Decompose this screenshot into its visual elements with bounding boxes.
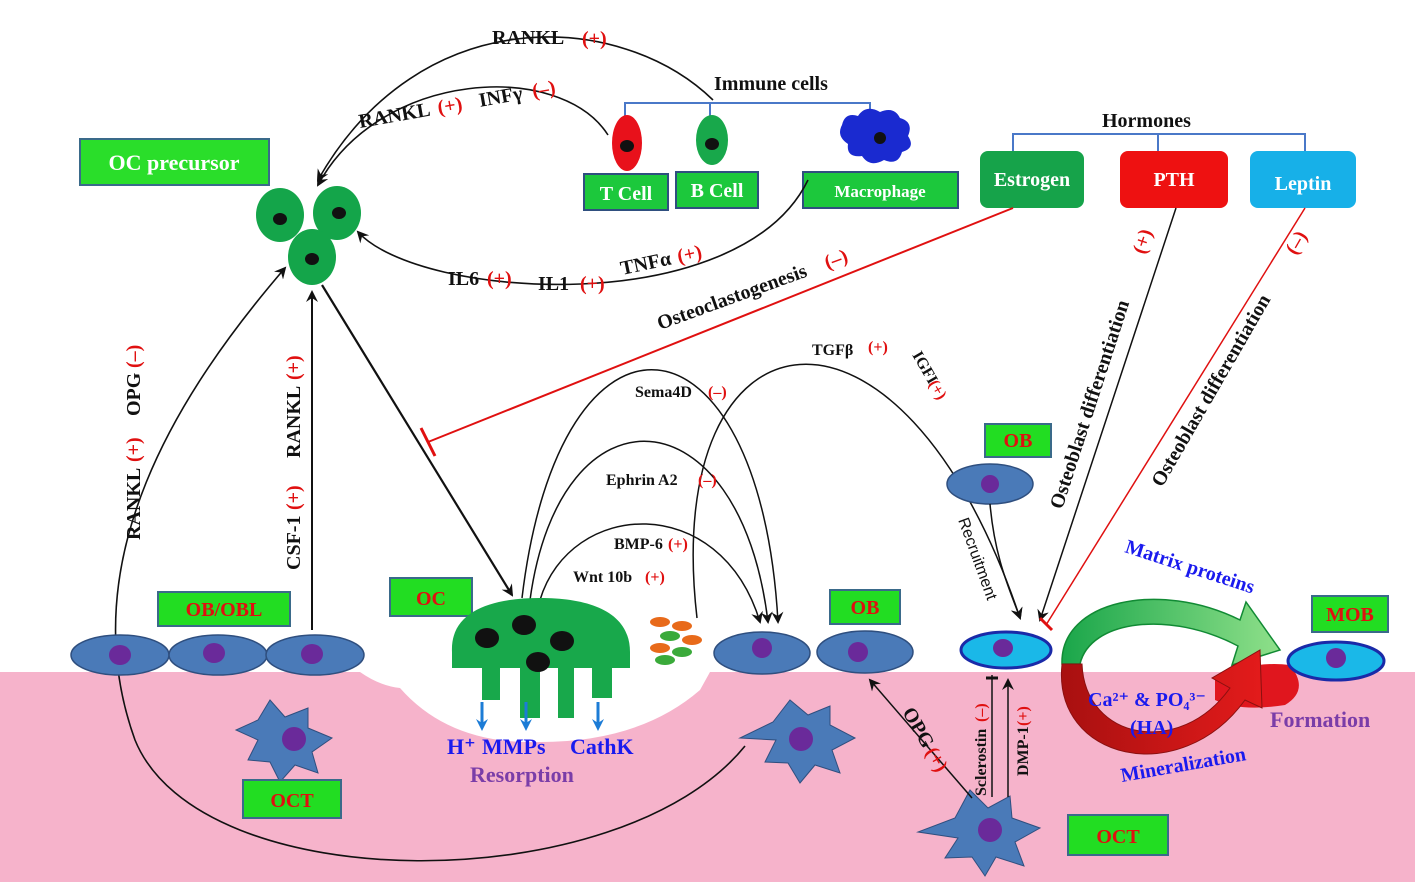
b-cell: B Cell: [675, 115, 759, 209]
wnt10b-sign: (+): [645, 569, 665, 586]
rankl-left-sign: (+): [123, 437, 145, 462]
ob-top-cell: OB: [946, 423, 1052, 505]
immune-cells-title: Immune cells: [714, 73, 828, 95]
estrogen-label: Estrogen: [994, 169, 1070, 191]
ob-diff-leptin-sign: (–): [1281, 227, 1312, 258]
tgfb-label: TGFβ: [812, 342, 853, 359]
ob-diff-leptin-label: Osteoblast differentiation: [1147, 291, 1275, 491]
opg-left-sign: (–): [123, 345, 145, 368]
rankl-mid-label: RANKL: [357, 99, 432, 133]
rankl-top-sign: (+): [582, 28, 607, 50]
resorption-label: Resorption: [470, 762, 574, 787]
matrix-proteins-label: Matrix proteins: [1122, 536, 1257, 599]
ob-mid-cells: OB: [713, 589, 914, 675]
mob-label: MOB: [1326, 604, 1374, 626]
osteoclastogenesis-label: Osteoclastogenesis: [654, 260, 810, 335]
pth-box: PTH: [1120, 151, 1228, 208]
h-plus-label: H⁺: [447, 734, 476, 759]
osteocyte-left: OCT: [234, 699, 342, 819]
oct-left-label: OCT: [270, 790, 314, 812]
ob-diff-pth-sign: (+): [1129, 226, 1158, 256]
tnfa-sign: (+): [675, 241, 704, 268]
bmp6-sign: (+): [668, 536, 688, 553]
mature-osteoblast: MOB: [1286, 595, 1389, 682]
ob-mid-label: OB: [851, 597, 880, 619]
growth-factor-granules: [650, 617, 702, 665]
sclerostin-label: Sclerostin: [973, 729, 990, 796]
osteoclastogenesis-sign: (–): [821, 245, 850, 274]
tnfa-label: TNFα: [618, 248, 673, 280]
oct-right-label: OCT: [1096, 826, 1140, 848]
b-cell-label: B Cell: [691, 180, 744, 202]
il1-label: IL1: [538, 273, 569, 295]
oc-label: OC: [416, 588, 446, 610]
immune-cells-group: Immune cells: [624, 73, 871, 120]
il6-label: IL6: [448, 268, 479, 290]
leptin-label: Leptin: [1275, 173, 1332, 195]
hormones-title: Hormones: [1102, 110, 1191, 132]
opg-left-label: OPG: [123, 372, 145, 416]
bone-matrix: [0, 672, 1415, 882]
osteocyte-mid: [738, 699, 857, 784]
sema4d-label: Sema4D: [635, 384, 692, 401]
rankl-csf-sign: (+): [283, 355, 305, 380]
macrophage-label: Macrophage: [834, 182, 926, 201]
wnt10b-label: Wnt 10b: [573, 569, 632, 586]
sclerostin-sign: (–): [973, 703, 990, 722]
rankl-left-label: RANKL: [123, 468, 145, 540]
ca-po4-label: Ca²⁺ & PO₄³⁻: [1088, 689, 1206, 711]
dmp1-label: DMP-1: [1015, 726, 1032, 776]
mmps-label: MMPs: [482, 734, 546, 759]
cathk-label: CathK: [570, 734, 634, 759]
leptin-box: Leptin: [1250, 151, 1356, 208]
dmp1-sign: (+): [1015, 706, 1032, 726]
estrogen-box: Estrogen: [980, 151, 1084, 208]
ephrin-sign: (–): [698, 472, 717, 489]
formation-label: Formation: [1270, 707, 1370, 732]
pth-label: PTH: [1153, 169, 1195, 191]
bmp6-label: BMP-6: [614, 536, 663, 553]
rankl-top-label: RANKL: [492, 27, 564, 49]
macrophage: Macrophage: [802, 108, 959, 209]
il6-sign: (+): [487, 268, 512, 290]
oc-precursor: OC precursor: [79, 138, 361, 285]
hormones-group: Hormones: [1012, 110, 1306, 152]
t-cell: T Cell: [583, 115, 669, 211]
ephrin-label: Ephrin A2: [606, 472, 678, 489]
tgfb-sign: (+): [868, 339, 888, 356]
infy-sign: (–): [530, 77, 557, 103]
rankl-csf-label: RANKL: [283, 386, 305, 458]
csf1-sign: (+): [283, 485, 305, 510]
sema4d-sign: (–): [708, 384, 727, 401]
ob-top-label: OB: [1004, 430, 1033, 452]
oc-precursor-label: OC precursor: [109, 150, 240, 175]
il1-sign: (+): [580, 273, 605, 295]
osteoclast: OC: [389, 577, 630, 731]
csf1-label: CSF-1: [283, 516, 305, 570]
rankl-mid-sign: (+): [436, 93, 464, 119]
ha-label: (HA): [1130, 717, 1173, 739]
osteocyte-right: OCT: [916, 789, 1169, 877]
ob-obl-cells: OB/OBL: [70, 591, 365, 676]
active-osteoblast: [959, 630, 1053, 670]
ob-obl-label: OB/OBL: [186, 599, 263, 621]
ob-diff-pth-label: Osteoblast differentiation: [1046, 297, 1134, 511]
t-cell-label: T Cell: [600, 183, 653, 205]
